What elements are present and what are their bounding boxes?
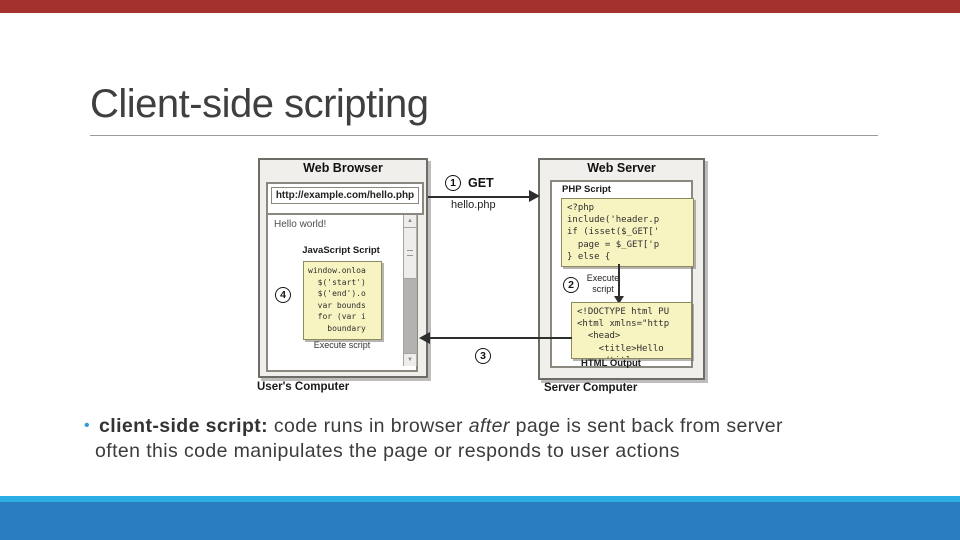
bullet-seg1: code runs in browser <box>268 415 469 437</box>
javascript-code-note: window.onloa $('start') $('end').o var b… <box>303 261 382 340</box>
bullet-bold-term: client-side script: <box>99 415 269 437</box>
response-arrow-head-icon <box>419 332 430 344</box>
browser-page-text: Hello world! <box>274 219 327 230</box>
get-request-arrow-line <box>428 196 530 198</box>
bullet-seg2: page is sent back from server <box>509 415 783 437</box>
get-label: GET <box>468 176 494 190</box>
php-script-label: PHP Script <box>562 184 611 195</box>
html-output-note: <!DOCTYPE html PU <html xmlns="http <hea… <box>571 302 692 359</box>
bullet-italic-word: after <box>468 415 510 437</box>
get-request-arrow-head-icon <box>529 190 540 202</box>
server-execute-script-label: Execute script <box>586 273 620 294</box>
scrollbar-grip <box>407 250 413 256</box>
step-2-badge: 2 <box>563 277 579 293</box>
browser-scrollbar: ▲ ▼ <box>403 215 417 366</box>
bottom-accent-bar <box>0 502 960 540</box>
browser-execute-script-label: Execute script <box>313 340 371 350</box>
title-underline <box>90 135 878 136</box>
bullet-dot-icon: • <box>84 417 91 434</box>
step-4-badge: 4 <box>275 287 291 303</box>
get-filename-label: hello.php <box>451 199 496 211</box>
browser-url-bar: http://example.com/hello.php <box>266 182 424 215</box>
bullet-line-2: often this code manipulates the page or … <box>95 440 680 462</box>
php-code-note: <?php include('header.p if (isset($_GET[… <box>561 198 694 267</box>
browser-box-title: Web Browser <box>303 161 383 175</box>
top-accent-bar <box>0 0 960 13</box>
execute-arrow-line <box>618 264 620 296</box>
browser-url-text: http://example.com/hello.php <box>271 187 419 204</box>
scrollbar-down-icon: ▼ <box>404 353 416 366</box>
bullet-line-1: • client-side script: code runs in browse… <box>84 415 783 438</box>
server-box-title: Web Server <box>587 161 656 175</box>
page-title: Client-side scripting <box>90 82 429 126</box>
javascript-script-label: JavaScript Script <box>302 245 380 256</box>
execute-arrow-head-icon <box>614 296 624 304</box>
scrollbar-thumb <box>404 228 416 279</box>
html-output-label: HTML Output <box>581 358 641 369</box>
scrollbar-up-icon: ▲ <box>404 215 416 228</box>
server-computer-label: Server Computer <box>544 382 638 394</box>
bottom-accent-strip <box>0 496 960 502</box>
step-1-badge: 1 <box>445 175 461 191</box>
response-arrow-line <box>429 337 572 339</box>
step-3-badge: 3 <box>475 348 491 364</box>
users-computer-label: User's Computer <box>257 381 350 393</box>
